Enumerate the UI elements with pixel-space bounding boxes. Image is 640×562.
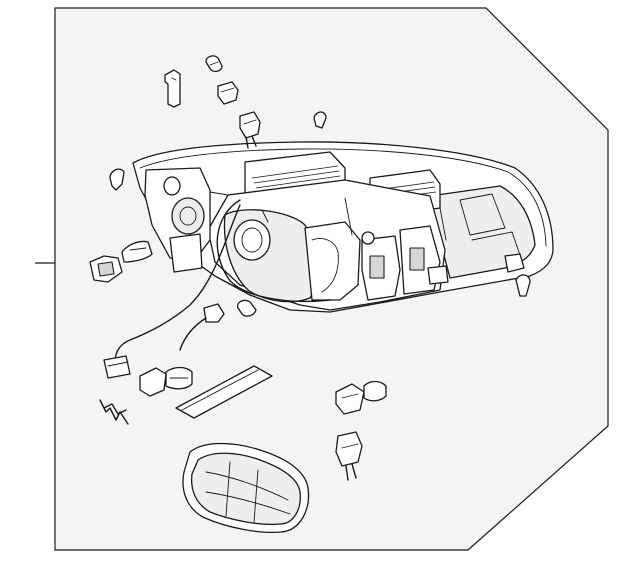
bulb-socket-icon: [217, 81, 239, 105]
gasket-icon: [175, 365, 273, 419]
connector-icon: [179, 303, 225, 351]
headlamp-housing-icon: [132, 141, 554, 313]
spring-clip-icon: [99, 399, 129, 425]
bulb-socket-icon: [89, 240, 153, 283]
harness-icon: [103, 204, 241, 379]
clip-icon: [313, 111, 327, 129]
bulb-socket-icon: [335, 380, 387, 415]
bulb-icon: [237, 299, 257, 317]
bulb-icon: [205, 55, 223, 73]
bulb-icon: [139, 366, 193, 397]
clip-icon: [109, 168, 125, 191]
connector-icon: [335, 431, 363, 481]
cover-icon: [182, 442, 310, 534]
clip-icon: [164, 69, 181, 108]
clip-icon: [515, 274, 531, 297]
connector-icon: [239, 111, 261, 149]
